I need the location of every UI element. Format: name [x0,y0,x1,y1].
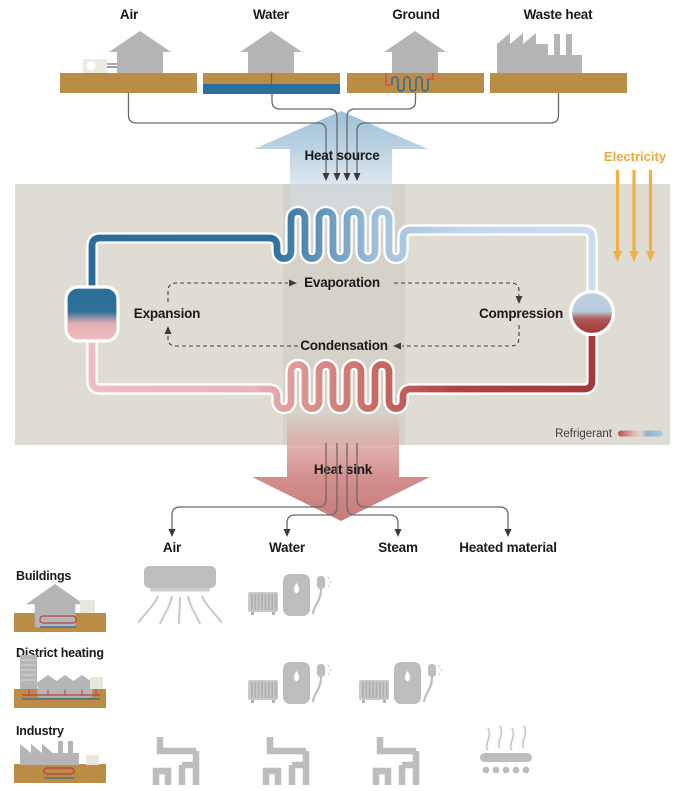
condenser-coil [88,335,596,412]
ground-strip-waste [490,73,627,93]
heat-sources-row: Air Water Ground Waste heat [60,7,627,94]
row-label-industry: Industry [16,724,64,738]
compression-label: Compression [479,306,563,321]
hot-plate-icon [480,725,532,774]
cycle-arrowheads [164,279,523,350]
source-label-waste-heat: Waste heat [524,7,593,22]
district-heating-scene-icon [14,655,106,708]
expansion-valve [64,285,120,343]
buildings-scene-icon [14,584,106,632]
factory-icon-waste-heat [497,33,582,73]
water-layer [203,84,340,94]
heat-sink-label: Heat sink [314,462,373,477]
sink-column-air: Air [163,540,182,555]
process-pipes-icon-air [156,737,196,785]
water-heater-icon-district-steam [357,660,444,706]
ground-strip-air [60,73,197,93]
sink-connectors [171,443,509,529]
water-heater-icon-buildings [246,572,333,618]
sink-connector-arrowheads [168,529,512,537]
ground-loop-icon [385,73,434,92]
ac-unit-icon [137,566,223,625]
heat-sink-arrow [252,413,430,521]
industry-scene-icon [14,741,106,783]
process-pipes-icon-water [266,737,306,785]
process-pipes-icon-steam [376,737,416,785]
house-icon-ground [384,31,446,73]
refrigerant-legend-label: Refrigerant [555,428,613,440]
row-label-district-heating: District heating [16,646,104,660]
evaporator-coil [88,208,596,293]
source-connectors [127,93,560,173]
electricity-input: Electricity [604,149,667,262]
refrigerant-circuit [64,205,616,415]
source-label-ground: Ground [392,7,440,22]
expansion-label: Expansion [134,306,200,321]
source-label-water: Water [253,7,290,22]
condensation-label: Condensation [300,338,388,353]
sink-column-steam: Steam [378,540,418,555]
source-label-air: Air [120,7,139,22]
house-icon-air [109,31,171,73]
house-icon-water [240,31,302,73]
electricity-arrowheads [613,251,655,262]
evaporation-label: Evaporation [304,275,380,290]
sink-column-heated-material: Heated material [459,540,557,555]
electricity-label: Electricity [604,149,667,164]
sink-column-water: Water [269,540,306,555]
cycle-dashed-path [167,282,520,347]
compressor [568,289,616,337]
water-heater-icon-district-water [246,660,333,706]
heat-source-label: Heat source [304,148,380,163]
row-label-buildings: Buildings [16,569,71,583]
source-connector-arrowheads [322,173,361,181]
refrigerant-gradient-bar [618,430,663,437]
heat-pump-unit-icon [83,59,117,73]
refrigerant-legend: Refrigerant [555,428,663,440]
